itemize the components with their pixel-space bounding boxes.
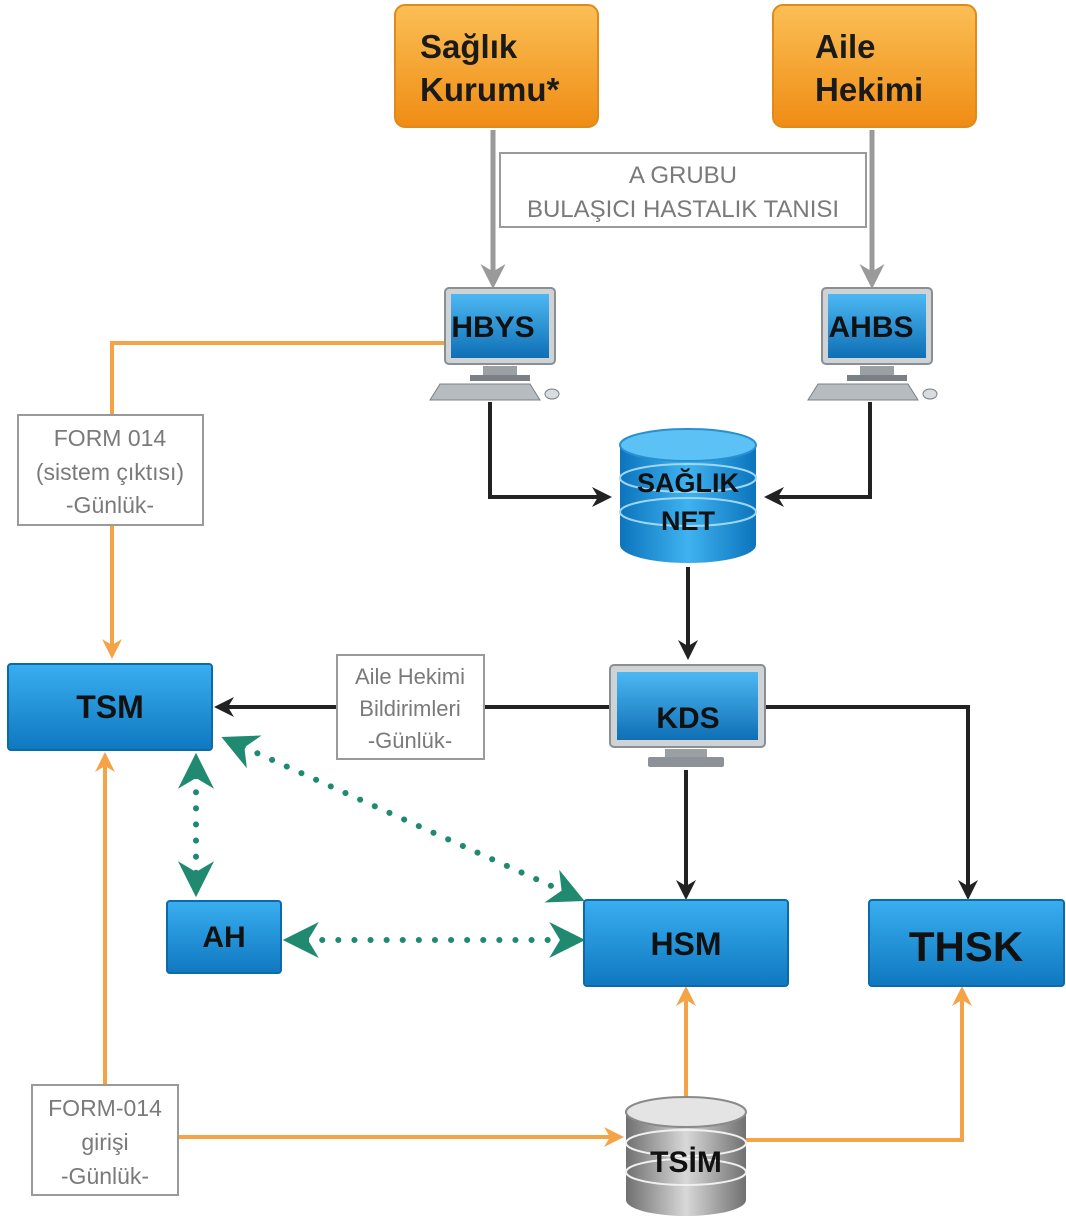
bildirimleri-line3: -Günlük- [368,728,452,753]
hbys-label: HBYS [451,311,534,344]
form014-sistem-line2: (sistem çıktısı) [36,459,184,485]
node-thsk: THSK [868,899,1065,987]
ahbs-label: AHBS [828,311,913,344]
a-grubu-label-box [499,152,867,228]
a-grubu-line1: A GRUBU [629,162,737,189]
saglik-kurumu-line1: Sağlık [420,28,518,65]
teal-dotted-connectors [178,735,586,958]
node-tsim: TSİM [625,1096,747,1216]
form014-girisi-line1: FORM-014 [48,1095,162,1121]
node-hsm: HSM [583,899,789,987]
saglik-kurumu-line2: Kurumu* [420,71,559,108]
saglik-net-line1: SAĞLIK [637,467,740,498]
tsim-label: TSİM [650,1146,722,1179]
form014-sistem-line1: FORM 014 [54,425,167,451]
node-saglik-net: SAĞLIK NET [619,428,757,563]
black-connectors [214,402,978,900]
node-aile-hekimi: Aile Hekimi [772,4,977,128]
form014-sistem-label: FORM 014 (sistem çıktısı) -Günlük- [17,414,204,526]
node-ahbs: AHBS [807,287,938,401]
thsk-label: THSK [909,923,1023,970]
bildirimleri-line2: Bildirimleri [359,696,460,721]
aile-hekimi-line2: Hekimi [815,71,923,108]
node-ah: AH [166,900,282,974]
hsm-label: HSM [650,926,721,962]
node-hbys: HBYS [429,287,560,401]
aile-hekimi-bildirimleri-label: Aile Hekimi Bildirimleri -Günlük- [336,654,485,760]
form014-girisi-line2: girişi [81,1129,128,1155]
form014-girisi-label: FORM-014 girişi -Günlük- [31,1084,179,1196]
kds-label: KDS [656,702,719,735]
bildirimleri-line1: Aile Hekimi [355,664,465,689]
ah-label: AH [202,921,245,954]
form014-sistem-line3: -Günlük- [66,492,154,518]
aile-hekimi-line1: Aile [815,28,876,65]
a-grubu-label: A GRUBU BULAŞICI HASTALIK TANISI [527,162,839,223]
node-tsm: TSM [7,663,213,751]
tsm-label: TSM [76,689,144,725]
orange-connectors [95,341,972,1147]
saglik-net-line2: NET [661,506,716,536]
gray-connectors [480,130,885,289]
form014-girisi-line3: -Günlük- [61,1163,149,1189]
a-grubu-line2: BULAŞICI HASTALIK TANISI [527,196,839,223]
node-kds: KDS [609,664,766,767]
node-saglik-kurumu: Sağlık Kurumu* [394,4,599,128]
